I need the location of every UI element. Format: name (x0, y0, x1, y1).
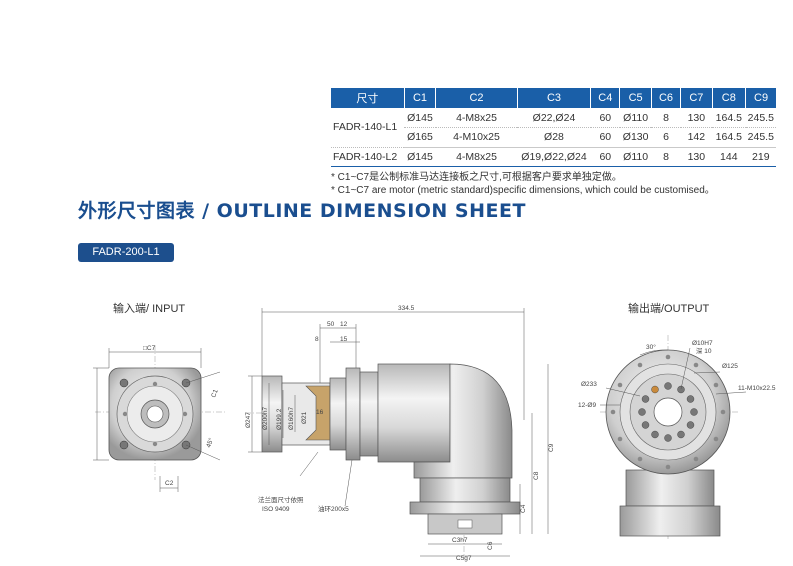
dim-199: Ø199.2 (276, 408, 283, 430)
dim-d10: Ø10H7 (692, 340, 713, 347)
col-header: C1 (404, 88, 437, 108)
dim-overall: 334.5 (398, 305, 415, 312)
dim-c4: C4 (520, 504, 527, 513)
output-view-label: 输出端/OUTPUT (628, 303, 710, 315)
right-angle-housing (413, 363, 513, 479)
dim-c5: C5g7 (456, 555, 472, 562)
table-cell: 8 (651, 108, 681, 128)
table-cell: 60 (590, 108, 620, 128)
model-cell: FADR-140-L2 (331, 147, 405, 167)
table-cell: 245.5 (745, 127, 776, 148)
dim-16: 16 (316, 409, 324, 416)
table-header-row: 尺寸 C1 C2 C3 C4 C5 C6 C7 C8 C9 (331, 88, 776, 108)
table-cell: 219 (745, 147, 776, 167)
table-row: FADR-140-L2 Ø145 4-M8x25 Ø19,Ø22,Ø24 60 … (331, 147, 776, 167)
table-cell: 164.5 (712, 108, 746, 128)
dim-d125: Ø125 (722, 363, 738, 370)
table-cell: 164.5 (712, 127, 746, 148)
notes: * C1~C7是公制标准马达连接板之尺寸,可根据客户要求单独定做。 * C1~C… (331, 171, 715, 197)
table-cell: 130 (680, 108, 713, 128)
col-header: C5 (619, 88, 652, 108)
col-header: C4 (590, 88, 621, 108)
dim-c8: C8 (533, 471, 540, 480)
dim-21: Ø21 (301, 411, 308, 424)
dim-bolts: 11-M10x22.5 (738, 385, 776, 392)
table-cell: 142 (680, 127, 713, 148)
outer-flange-holes (610, 354, 726, 470)
input-bore (146, 405, 164, 423)
table-cell: 245.5 (745, 108, 776, 128)
input-view-label: 输入端/ INPUT (113, 303, 186, 315)
table-cell: Ø165 (404, 127, 436, 148)
table-cell: Ø110 (619, 108, 652, 128)
col-header: 尺寸 (331, 88, 405, 108)
col-header: C9 (745, 88, 776, 108)
dim-50: 50 (327, 321, 335, 328)
dim-160: Ø160h7 (288, 406, 295, 430)
dim-c6: C6 (487, 541, 494, 550)
table-cell: Ø145 (404, 147, 436, 167)
table-row: Ø165 4-M10x25 Ø28 60 Ø130 6 142 164.5 24… (331, 127, 776, 148)
section-title: 外形尺寸图表 / OUTLINE DIMENSION SHEET (78, 200, 526, 222)
dim-12: 12 (340, 321, 348, 328)
dim-30: 30° (646, 343, 656, 351)
output-base (619, 505, 721, 537)
oil-ring-note: 油环200x5 (318, 504, 349, 513)
gear-body (377, 363, 451, 463)
table-cell: Ø145 (404, 108, 436, 128)
output-bolt-holes (638, 382, 698, 442)
table-row: FADR-140-L1 Ø145 4-M8x25 Ø22,Ø24 60 Ø110… (331, 108, 776, 148)
dim-8: 8 (315, 336, 319, 343)
table-cell: Ø19,Ø22,Ø24 (517, 147, 591, 167)
table-cell: Ø22,Ø24 (517, 108, 591, 128)
col-header: C7 (680, 88, 713, 108)
table-cell: 4-M8x25 (435, 147, 518, 167)
dim-c9: C9 (548, 443, 555, 452)
dim-d233: Ø233 (581, 381, 597, 388)
table-cell: Ø28 (517, 127, 591, 148)
table-cell: 4-M8x25 (435, 108, 518, 128)
dim-c3: C3h7 (452, 537, 468, 544)
output-bore (653, 397, 683, 427)
col-header: C3 (517, 88, 592, 108)
col-header: C6 (651, 88, 682, 108)
input-view-drawing: □C7 C1 45° C2 (93, 345, 225, 492)
dim-247: Ø247 (245, 412, 252, 428)
table-cell: Ø130 (619, 127, 652, 148)
table-cell: 6 (651, 127, 681, 148)
model-badge: FADR-200-L1 (78, 243, 174, 262)
table-cell: 144 (712, 147, 746, 167)
dim-15: 15 (340, 336, 348, 343)
spec-table: 尺寸 C1 C2 C3 C4 C5 C6 C7 C8 C9 FADR-140-L… (331, 88, 776, 167)
col-header: C8 (712, 88, 747, 108)
table-cell: Ø110 (619, 147, 652, 167)
table-cell: 8 (651, 147, 681, 167)
side-view-drawing: 334.5 50 12 8 15 Ø247 Ø200h7 Ø199.2 Ø160… (245, 305, 555, 562)
output-view-drawing: 30° Ø10H7 深 10 Ø125 Ø233 12-Ø9 11-M10x22… (578, 335, 776, 540)
dim-angle-input: 45° (204, 436, 215, 448)
note-en: * C1~C7 are motor (metric standard)speci… (331, 185, 715, 196)
dim-c7: □C7 (143, 345, 156, 352)
table-cell: 60 (590, 127, 620, 148)
dim-holes: 12-Ø9 (578, 402, 596, 409)
col-header: C2 (435, 88, 518, 108)
dim-200: Ø200h7 (262, 406, 269, 430)
flange-note-1: 法兰面尺寸依照 (258, 495, 304, 504)
note-cn: * C1~C7是公制标准马达连接板之尺寸,可根据客户要求单独定做。 (331, 172, 622, 183)
table-cell: 60 (590, 147, 620, 167)
flange-note-2: ISO 9409 (262, 506, 290, 513)
model-cell: FADR-140-L1 (331, 108, 405, 148)
dim-c1: C1 (210, 388, 220, 399)
table-cell: 4-M10x25 (435, 127, 518, 148)
dim-deep: 深 10 (696, 346, 712, 355)
dim-c2: C2 (165, 480, 174, 487)
table-cell: 130 (680, 147, 713, 167)
